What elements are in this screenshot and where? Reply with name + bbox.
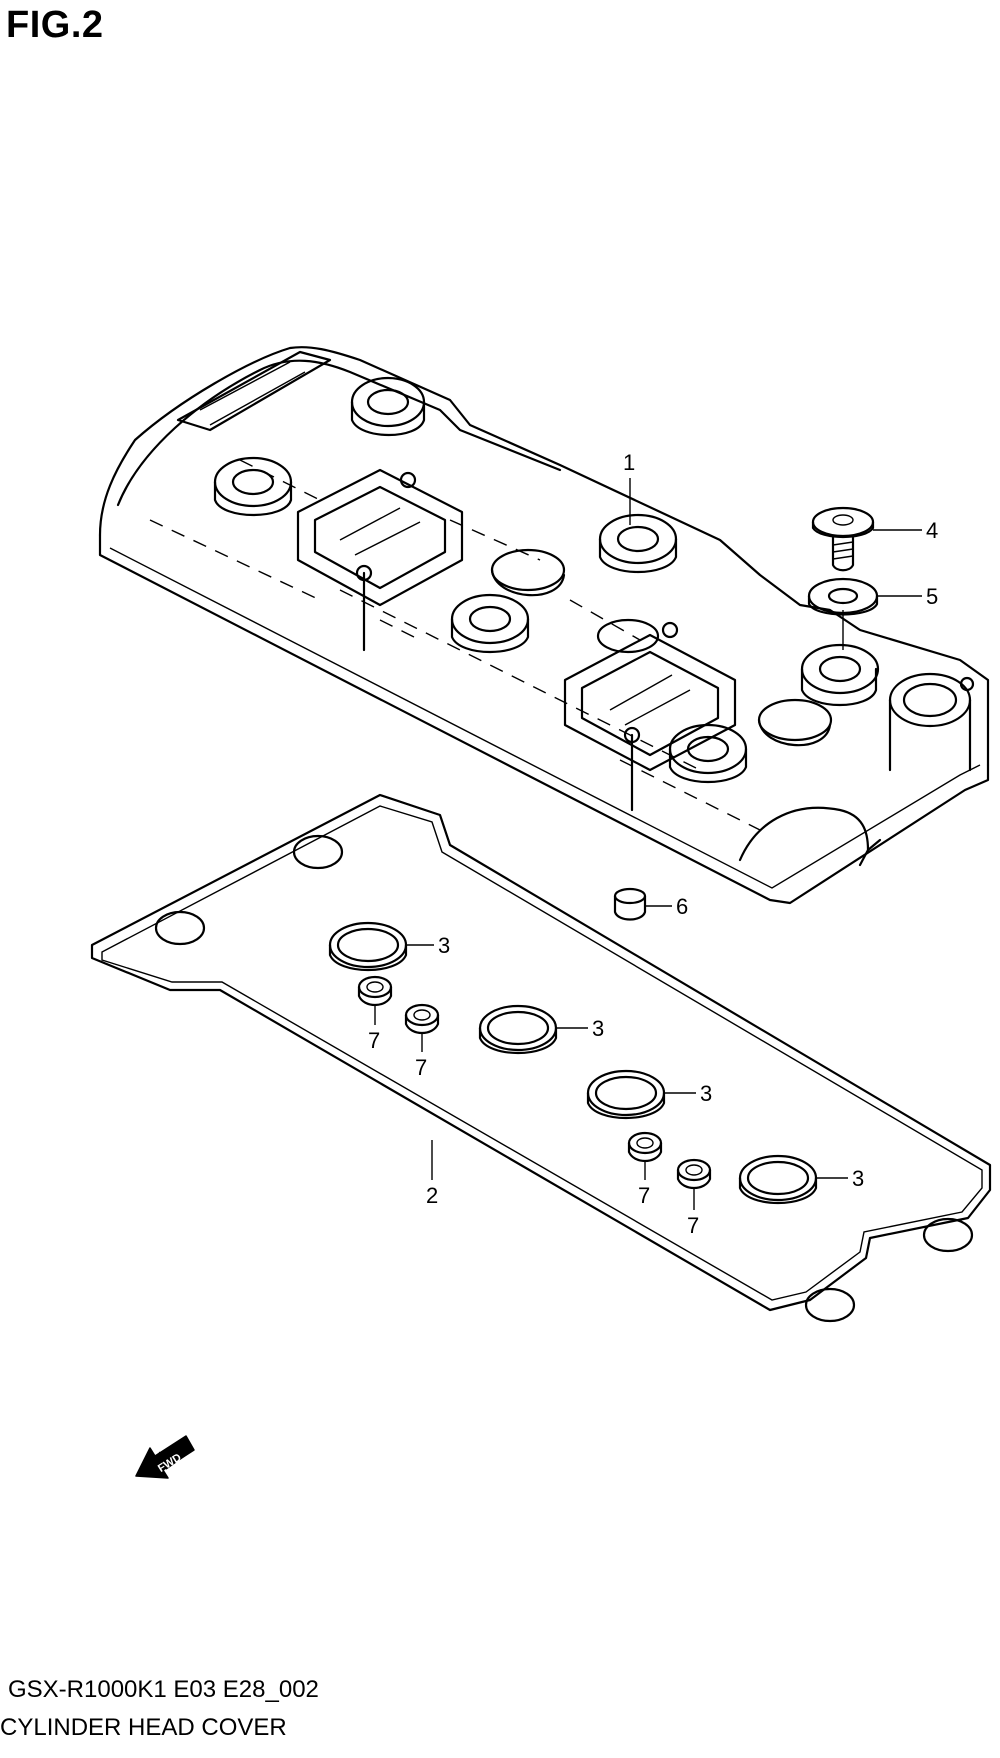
bolt-washer	[807, 577, 879, 616]
callout-4: 4	[926, 518, 938, 543]
callout-5: 5	[926, 584, 938, 609]
cylinder-head-cover	[98, 346, 990, 905]
figure-title: FIG.2	[6, 4, 104, 46]
callout-6: 6	[676, 894, 688, 919]
grommet-4	[676, 1158, 712, 1190]
diagram-name: CYLINDER HEAD COVER	[0, 1714, 287, 1741]
head-cover-gasket	[90, 793, 992, 1323]
callout-7a: 7	[368, 1028, 380, 1053]
grommet-3	[627, 1131, 663, 1163]
callout-7b: 7	[415, 1055, 427, 1080]
fwd-arrow-icon: FWD	[135, 1435, 195, 1479]
plug-seal-4	[738, 1154, 818, 1204]
callout-3b: 3	[592, 1016, 604, 1041]
callout-3a: 3	[438, 933, 450, 958]
grommet-1	[357, 975, 393, 1007]
callout-3d: 3	[852, 1166, 864, 1191]
callout-3c: 3	[700, 1081, 712, 1106]
leader-lines	[374, 478, 922, 1210]
callout-7c: 7	[638, 1183, 650, 1208]
callout-7d: 7	[687, 1213, 699, 1238]
plug-seal-2	[478, 1004, 558, 1054]
callout-1: 1	[623, 450, 635, 475]
plug-seal-3	[586, 1069, 666, 1119]
grommet-2	[404, 1003, 440, 1035]
plug-seal-1	[328, 921, 408, 971]
dowel-pin	[613, 887, 647, 921]
callout-2: 2	[426, 1183, 438, 1208]
diagram-code: GSX-R1000K1 E03 E28_002	[8, 1676, 319, 1703]
cover-bolt	[811, 506, 875, 572]
